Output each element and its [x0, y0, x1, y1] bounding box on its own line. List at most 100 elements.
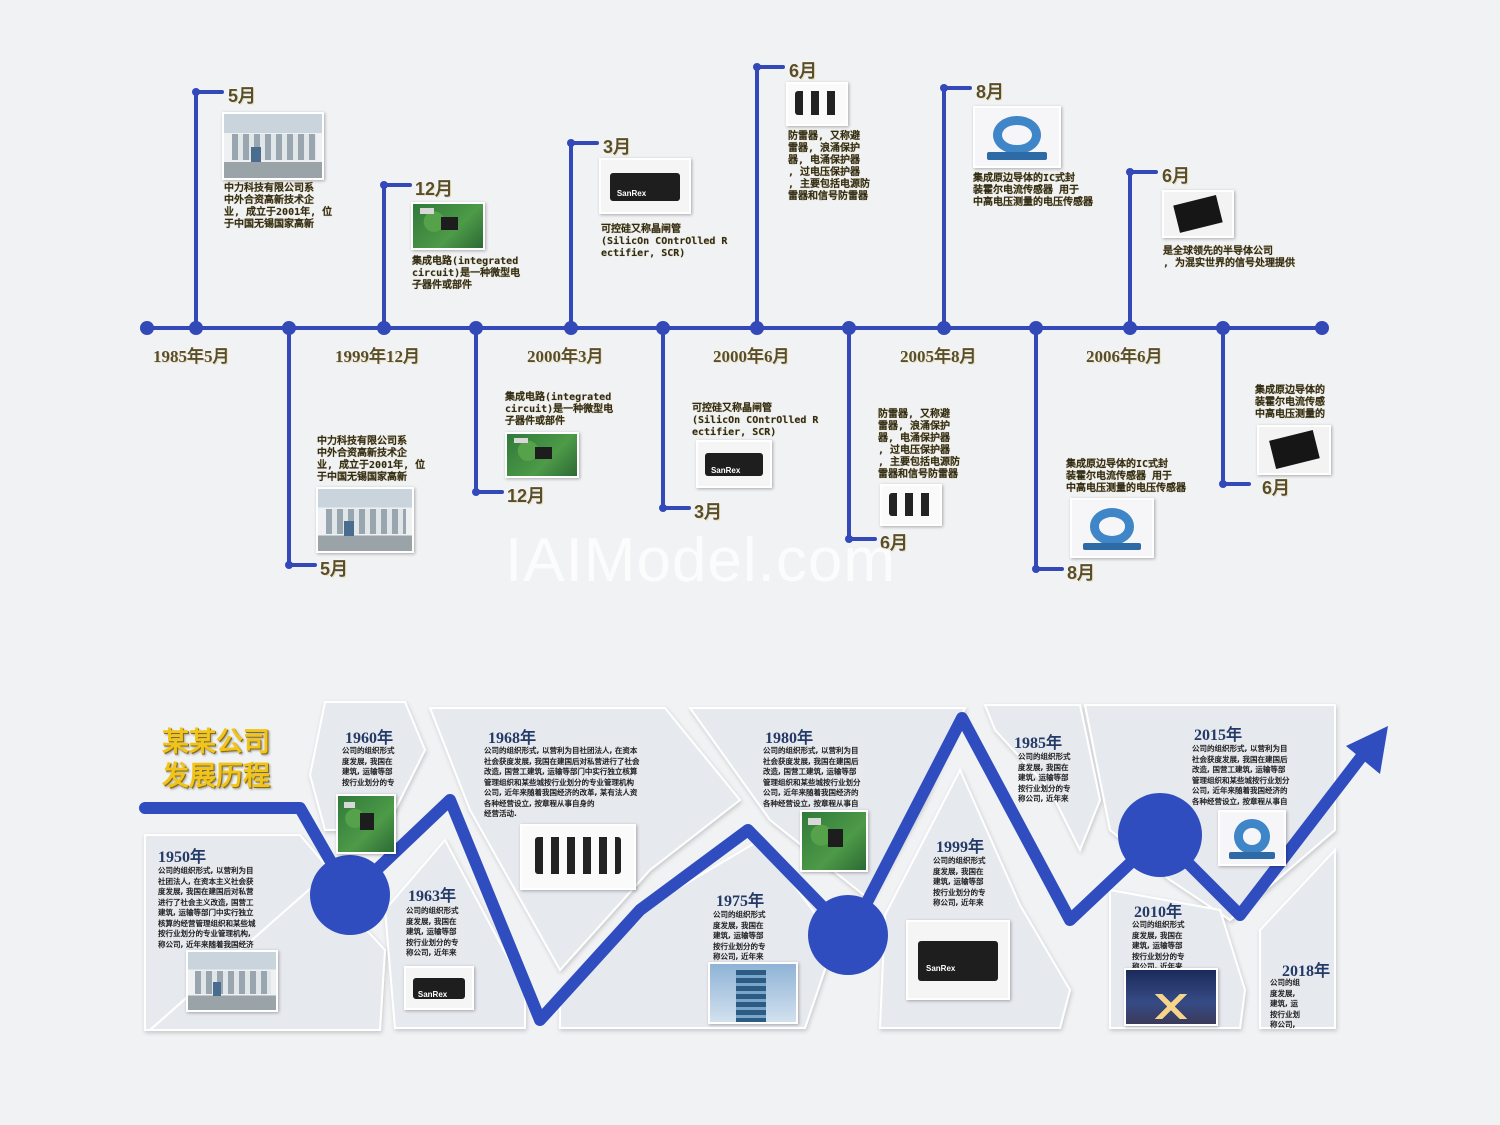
year-label: 1999年: [936, 839, 985, 856]
scr-note-lower: 可控硅又称晶闸管 (SilicOn COntrOlled R ectifier,…: [692, 403, 819, 438]
office-tower-photo: [708, 962, 798, 1024]
branch-down-3: [661, 326, 691, 510]
branch-end-dot: [285, 561, 293, 569]
month-label: 5月: [320, 559, 349, 579]
watermark: IAIModel.com: [505, 526, 897, 595]
milestone-circle: [808, 895, 888, 975]
year-label: 2018年: [1282, 963, 1331, 980]
date-label: 2000年6月: [713, 347, 790, 366]
year-desc: 公司的组织形式 度发展, 我国在 建筑, 运输等部 按行业划分的专 称公司, 近…: [713, 910, 766, 961]
milestone-circle: [310, 855, 390, 935]
year-desc: 公司的组织形式 度发展, 我国在 建筑, 运输等部 按行业划分的专 称公司, 近…: [933, 856, 986, 907]
scr-note: 可控硅又称晶闸管 (SilicOn COntrOlled R ectifier,…: [601, 224, 728, 259]
branch-end-dot: [940, 84, 948, 92]
branch-end-dot: [380, 181, 388, 189]
axis-node: [750, 321, 764, 335]
month-label: 5月: [228, 86, 257, 106]
current-sensor-photo-lower: [1070, 498, 1154, 558]
year-desc: 公司的组织形式 度发展, 我国在 建筑, 运输等部 按行业划分的专 称公司, 近…: [406, 906, 459, 957]
branch-up-6: [1128, 170, 1158, 330]
scr-module-photo-1999: [906, 920, 1010, 1000]
circuit-board-photo-lower: [505, 432, 579, 478]
tile-1985: [983, 704, 1102, 853]
panel-title: 某某公司 发展历程: [162, 727, 270, 792]
arrester-note-lower: 防雷器, 又称避 雷器, 浪涌保护 器, 电涌保护器 , 过电压保护器 , 主要…: [878, 409, 961, 480]
axis-node: [656, 321, 670, 335]
arrester-photo-1968: [520, 824, 636, 890]
year-desc: 公司的组织形式 度发展, 我国在 建筑, 运输等部 按行业划分的专 称公司, 近…: [1018, 752, 1071, 803]
year-desc: 公司的组织形式, 以营利为目 社会获度发展, 我国在建国后 改造, 国营工建筑,…: [763, 746, 861, 808]
company-note-lower: 中力科技有限公司系 中外合资高新技术企 业, 成立于2001年, 位 于中国无锡…: [317, 436, 426, 483]
year-label: 1985年: [1014, 735, 1063, 752]
chip-photo: [1162, 190, 1234, 238]
chip-photo-lower: [1257, 425, 1331, 475]
month-label: 8月: [1067, 563, 1096, 583]
branch-end-dot: [659, 504, 667, 512]
date-label: 1999年12月: [335, 347, 420, 366]
company-note: 中力科技有限公司系 中外合资高新技术企 业, 成立于2001年, 位 于中国无锡…: [224, 183, 333, 230]
year-label: 1968年: [488, 730, 537, 747]
branch-down-4: [847, 326, 877, 541]
circuit-board-photo: [411, 202, 485, 250]
axis-node: [1315, 321, 1329, 335]
top-timeline-graphic: [140, 63, 1329, 573]
year-desc: 公司的组织形式 度发展, 我国在 建筑, 运输等部 按行业划分的专: [342, 746, 395, 787]
date-label: 2005年8月: [900, 347, 977, 366]
branch-down-6: [1221, 326, 1251, 486]
axis-node: [282, 321, 296, 335]
milestone-circle: [1118, 793, 1202, 877]
month-label: 6月: [880, 533, 909, 553]
month-label: 6月: [1162, 166, 1191, 186]
branch-up-3: [569, 141, 599, 330]
axis-node: [1123, 321, 1137, 335]
axis-node: [377, 321, 391, 335]
branch-up-4: [755, 65, 785, 330]
arrester-photo: [786, 82, 848, 126]
month-label: 6月: [789, 61, 818, 81]
current-sensor-photo: [973, 106, 1061, 168]
building-photo-1950: [186, 950, 278, 1012]
year-desc: 公司的组织形式 度发展, 我国在 建筑, 运输等部 按行业划分的专 称公司, 近…: [1132, 920, 1185, 971]
chip-note-lower: 集成原边导体的 装霍尔电流传感 中高电压测量的: [1255, 385, 1325, 420]
date-label: 2000年3月: [527, 347, 604, 366]
branch-down-1: [287, 326, 317, 567]
scr-module-photo-1963: [404, 966, 474, 1010]
axis-node: [937, 321, 951, 335]
year-label: 1950年: [158, 849, 207, 866]
branch-end-dot: [192, 88, 200, 96]
year-desc: 公司的组 度发展, 建筑, 运 按行业划 称公司,: [1270, 978, 1300, 1029]
branch-end-dot: [472, 488, 480, 496]
branch-up-1: [194, 90, 224, 330]
axis-node: [564, 321, 578, 335]
year-desc: 公司的组织形式, 以营利为目社团法人, 在资本 社会获度发展, 我国在建国后对私…: [484, 746, 640, 818]
axis-node: [469, 321, 483, 335]
year-desc: 公司的组织形式, 以营利为目 社会获度发展, 我国在建国后 改造, 国营工建筑,…: [1192, 744, 1290, 806]
date-label: 2006年6月: [1086, 347, 1163, 366]
sensor-note-lower: 集成原边导体的IC式封 装霍尔电流传感器 用于 中高电压测量的电压传感器: [1066, 459, 1186, 494]
month-label: 3月: [694, 502, 723, 522]
chip-note: 是全球领先的半导体公司 , 为混实世界的信号处理提供: [1163, 246, 1296, 269]
month-label: 8月: [976, 82, 1005, 102]
year-label: 1963年: [408, 888, 457, 905]
branch-end-dot: [753, 63, 761, 71]
month-label: 12月: [415, 179, 454, 199]
branch-down-2: [474, 326, 504, 494]
year-label: 2010年: [1134, 904, 1183, 921]
building-photo-lower: [316, 487, 414, 553]
branch-end-dot: [1219, 480, 1227, 488]
date-label: 1985年5月: [153, 347, 230, 366]
axis-node: [1216, 321, 1230, 335]
scr-module-photo-lower: [696, 440, 772, 488]
circuit-board-photo-1980: [800, 810, 868, 872]
night-building-photo: [1124, 968, 1218, 1026]
ic-note-lower: 集成电路(integrated circuit)是一种微型电 子器件或部件: [505, 392, 614, 427]
growth-arrowhead: [1346, 726, 1388, 774]
tile-2018: [1259, 847, 1336, 1029]
axis-node: [140, 321, 154, 335]
circuit-board-photo-1960: [336, 794, 396, 854]
building-photo: [222, 112, 324, 180]
branch-down-5: [1034, 326, 1064, 571]
branch-end-dot: [567, 139, 575, 147]
current-sensor-photo-2015: [1218, 810, 1286, 866]
axis-node: [189, 321, 203, 335]
